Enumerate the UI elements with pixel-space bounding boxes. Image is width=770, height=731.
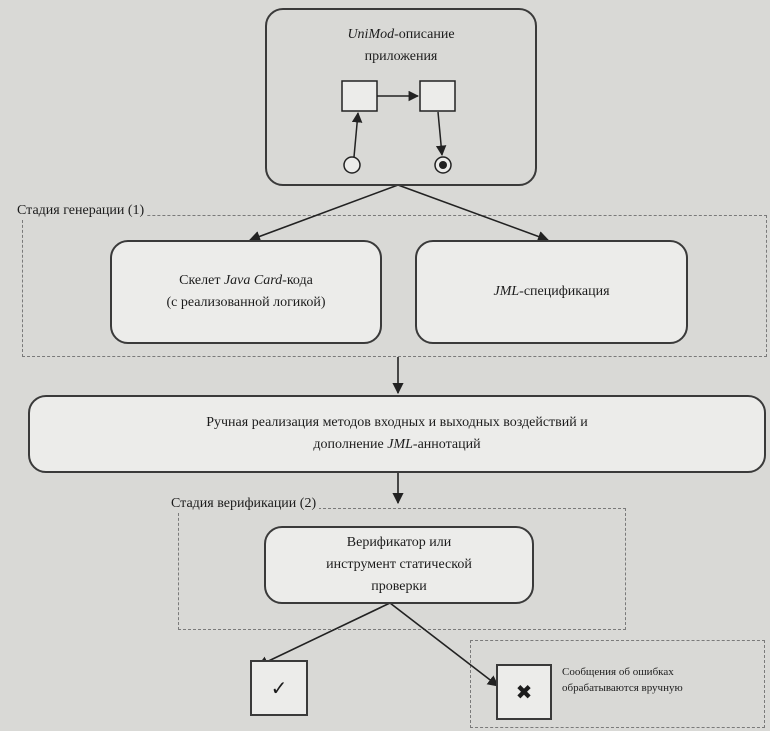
checkmark-icon: ✓ [270, 676, 288, 700]
manual-line-2-prefix: дополнение [313, 437, 388, 452]
generation-stage-label: Стадия генерации (1) [14, 203, 148, 219]
description-label: -описание [394, 27, 455, 42]
verifier-line-1: Верификатор или [346, 535, 452, 550]
error-handling-region [470, 640, 765, 728]
implemented-logic-label: (с реализованной логикой) [166, 295, 326, 310]
manual-implementation-box: Ручная реализация методов входных и выхо… [28, 395, 766, 473]
specification-label: -спецификация [519, 284, 610, 299]
error-note: Сообщения об ошибках обрабатываются вруч… [562, 664, 683, 696]
jml-specification-box: JML-спецификация [415, 240, 688, 344]
jml-annotation-label: JML [387, 437, 413, 452]
unimod-label: UniMod [347, 27, 395, 42]
unimod-description-box: UniMod-описание приложения [265, 8, 537, 186]
verifier-line-3: проверки [371, 579, 427, 594]
verifier-box: Верификатор или инструмент статической п… [264, 526, 534, 604]
code-suffix: -кода [282, 273, 313, 288]
application-label: приложения [364, 49, 438, 64]
verification-stage-label: Стадия верификации (2) [168, 496, 320, 512]
success-result-box: ✓ [250, 660, 308, 716]
jml-label: JML [493, 284, 520, 299]
error-note-line-1: Сообщения об ошибках [562, 666, 674, 678]
skeleton-code-box: Скелет Java Card-кода (с реализованной л… [110, 240, 382, 344]
generation-stage-region [22, 215, 767, 357]
verifier-line-2: инструмент статической [326, 557, 472, 572]
cross-icon: ✖ [515, 680, 533, 704]
java-card-label: Java Card [223, 273, 283, 288]
skeleton-prefix: Скелет [179, 273, 224, 288]
failure-result-box: ✖ [496, 664, 552, 720]
verification-stage-region [178, 508, 626, 630]
annotation-suffix: -аннотаций [412, 437, 481, 452]
manual-line-1: Ручная реализация методов входных и выхо… [206, 415, 588, 430]
error-note-line-2: обрабатываются вручную [562, 682, 683, 694]
